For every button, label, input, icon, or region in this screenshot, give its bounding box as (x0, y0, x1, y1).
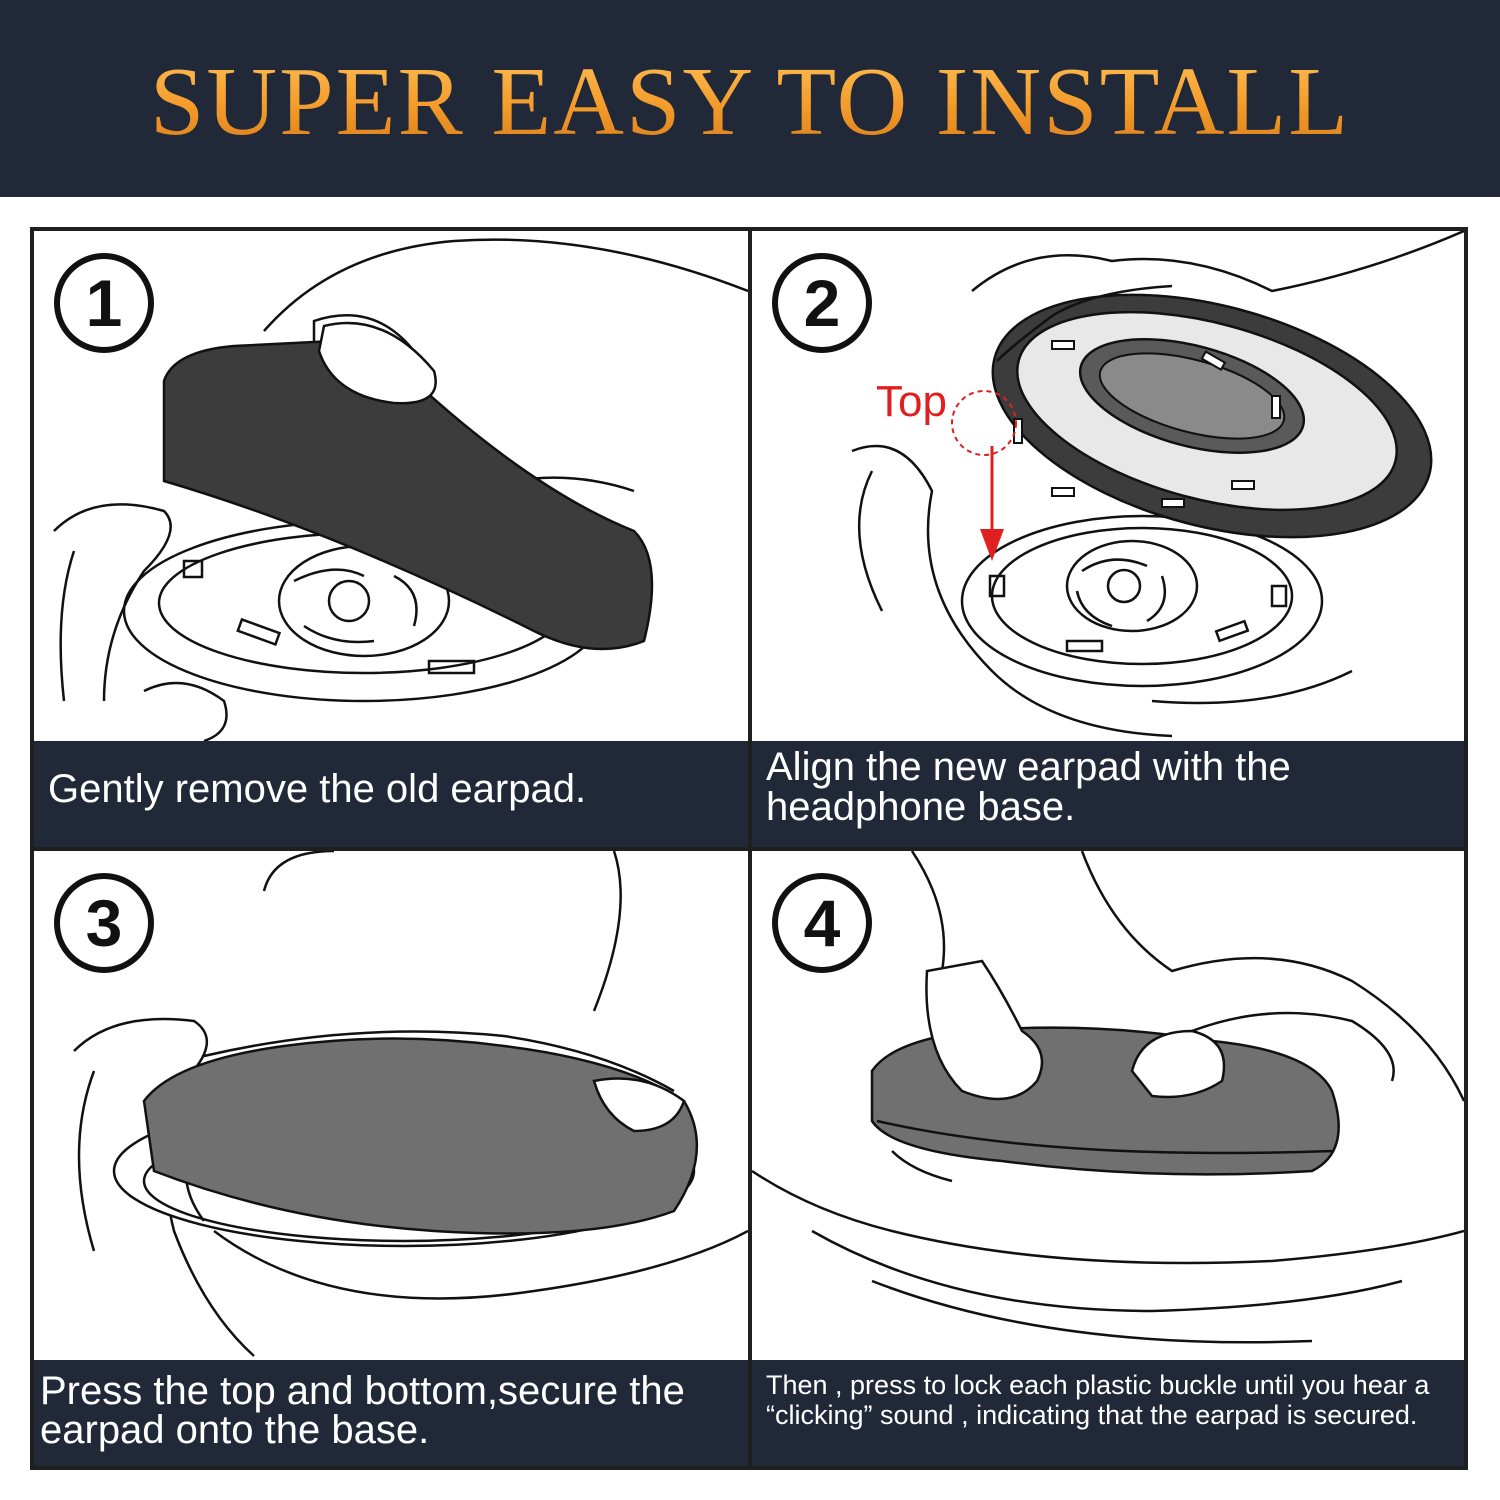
header-banner: SUPER EASY TO INSTALL (0, 0, 1500, 197)
step-3-caption-bar: Press the top and bottom,secure the earp… (34, 1360, 748, 1466)
step-4-illustration (752, 851, 1464, 1344)
step-1-panel: 1 Gently remove the old earpad. (34, 231, 748, 847)
step-2-caption-bar: Align the new earpad with the headphone … (752, 741, 1464, 847)
step-4-number: 4 (772, 873, 872, 973)
step-2-caption: Align the new earpad with the headphone … (766, 745, 1291, 829)
step-3-panel: 3 Press the top and bottom,secure the ea… (34, 851, 748, 1466)
step-2-panel: 2 Top Align the new earpad with the head… (752, 231, 1464, 847)
step-1-number: 1 (54, 253, 154, 353)
step-3-illustration (73, 851, 748, 1357)
step-4-panel: 4 Then , press to lock each plastic buck… (752, 851, 1464, 1466)
page-title: SUPER EASY TO INSTALL (149, 47, 1351, 156)
step-1-illustration (53, 238, 748, 741)
steps-grid: 1 Gently remove the old earpad. (30, 227, 1468, 1470)
step-3-caption: Press the top and bottom,secure the earp… (40, 1369, 685, 1452)
step-4-caption-bar: Then , press to lock each plastic buckle… (752, 1360, 1464, 1466)
step-2-number: 2 (772, 253, 872, 353)
top-callout-label: Top (876, 377, 947, 426)
step-2-illustration (851, 231, 1464, 738)
step-3-number: 3 (54, 873, 154, 973)
step-1-caption-bar: Gently remove the old earpad. (34, 741, 748, 847)
step-4-caption: Then , press to lock each plastic buckle… (766, 1370, 1430, 1430)
step-1-caption: Gently remove the old earpad. (48, 767, 587, 811)
